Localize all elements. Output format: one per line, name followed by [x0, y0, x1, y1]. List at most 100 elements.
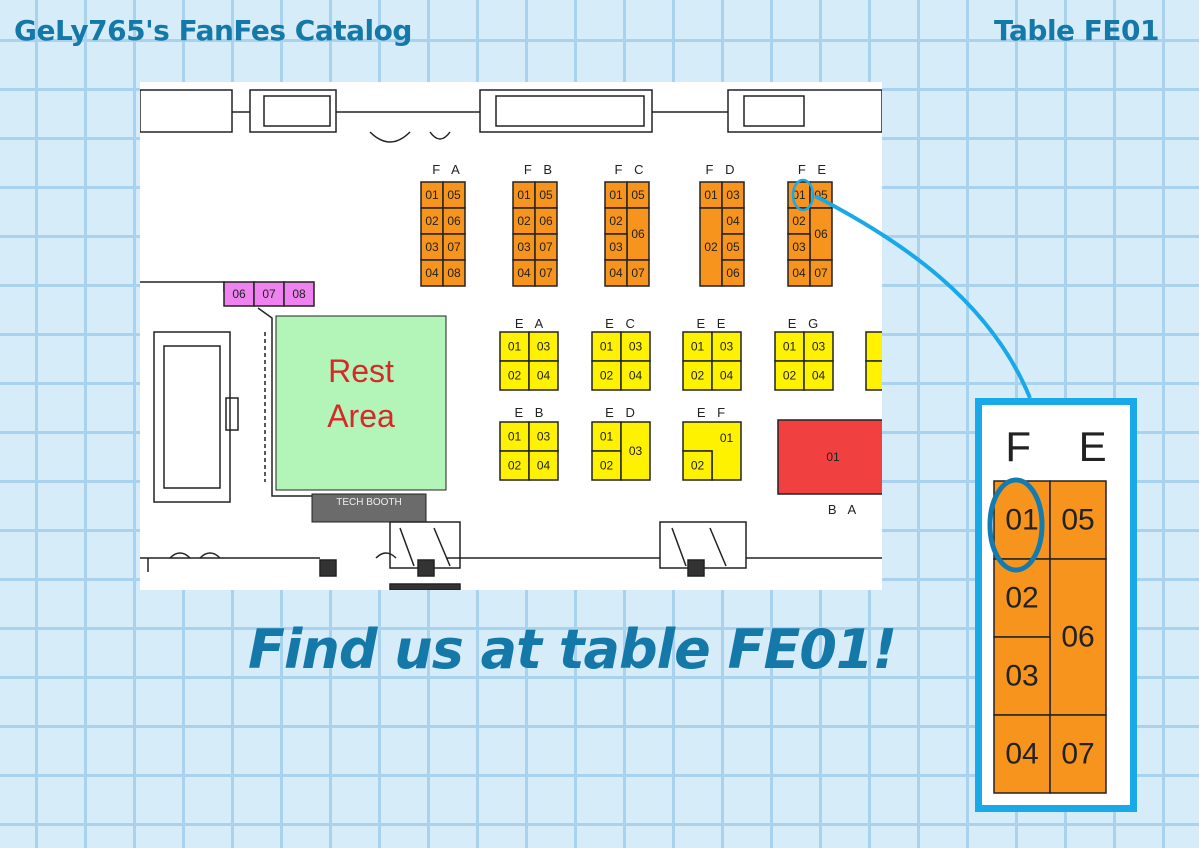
fc-table-06: 06 — [626, 207, 650, 261]
svg-text:02: 02 — [517, 214, 531, 228]
zoom-table-05: 05 — [1049, 480, 1107, 560]
svg-text:04: 04 — [1005, 738, 1038, 771]
ea-table-03: 03 — [528, 331, 559, 362]
svg-text:02: 02 — [704, 240, 718, 254]
eg-table-04: 04 — [803, 360, 834, 391]
eg-table-03: 03 — [803, 331, 834, 362]
label-fc: F C — [615, 162, 648, 177]
svg-text:01: 01 — [792, 188, 806, 202]
bottom-walls — [140, 521, 882, 590]
svg-text:03: 03 — [425, 240, 439, 254]
top-walls — [140, 89, 882, 143]
svg-text:03: 03 — [720, 340, 734, 354]
ec-table-01: 01 — [591, 331, 622, 362]
svg-text:02: 02 — [425, 214, 439, 228]
fa-table-02: 02 — [420, 207, 444, 235]
svg-text:06: 06 — [539, 214, 553, 228]
label-eb: E B — [515, 405, 548, 420]
edge-table-a — [865, 331, 882, 362]
ba-table-01: 01 — [777, 419, 882, 495]
tech-booth: TECH BOOTH — [311, 493, 427, 523]
fd-table-05: 05 — [721, 233, 745, 261]
svg-text:05: 05 — [447, 188, 461, 202]
svg-text:07: 07 — [539, 266, 553, 280]
fe-table-03: 03 — [787, 233, 811, 261]
svg-text:01: 01 — [720, 431, 734, 445]
svg-text:07: 07 — [539, 240, 553, 254]
fb-table-07: 07 — [534, 259, 558, 287]
svg-text:05: 05 — [1061, 504, 1094, 537]
ee-table-03: 03 — [711, 331, 742, 362]
fc-table-07: 07 — [626, 259, 650, 287]
svg-text:02: 02 — [600, 459, 614, 473]
svg-text:01: 01 — [508, 340, 522, 354]
svg-text:02: 02 — [600, 369, 614, 383]
ed-table-02: 02 — [591, 450, 622, 481]
svg-text:02: 02 — [691, 459, 705, 473]
svg-text:04: 04 — [629, 369, 643, 383]
fe-table-01: 01 — [787, 181, 811, 209]
fb-table-03: 03 — [512, 233, 536, 261]
zoom-row-label: F E — [1005, 423, 1125, 470]
svg-text:01: 01 — [600, 340, 614, 354]
fe01-highlight-oval — [791, 178, 815, 212]
fc-table-04: 04 — [604, 259, 628, 287]
eb-table-04: 04 — [528, 450, 559, 481]
ee-table-02: 02 — [682, 360, 713, 391]
ec-table-03: 03 — [620, 331, 651, 362]
svg-text:01: 01 — [691, 340, 705, 354]
eg-table-02: 02 — [774, 360, 805, 391]
fb-table-05: 05 — [534, 181, 558, 209]
fa-table-03: 03 — [420, 233, 444, 261]
svg-text:05: 05 — [539, 188, 553, 202]
svg-text:03: 03 — [609, 240, 623, 254]
eb-table-02: 02 — [499, 450, 530, 481]
ea-table-04: 04 — [528, 360, 559, 391]
zoom-table-07: 07 — [1049, 714, 1107, 794]
svg-text:03: 03 — [1005, 660, 1038, 693]
rest-area: Rest Area — [275, 315, 447, 491]
svg-text:04: 04 — [609, 266, 623, 280]
svg-text:01: 01 — [826, 450, 840, 464]
svg-text:02: 02 — [508, 369, 522, 383]
fe-table-06: 06 — [809, 207, 833, 261]
row-labels: F A F B F C F D F E E A E C E E E G E B … — [432, 162, 856, 517]
catalog-title: GeLy765's FanFes Catalog — [14, 14, 412, 47]
rest-area-label-1: Rest — [328, 353, 394, 389]
svg-text:02: 02 — [609, 214, 623, 228]
svg-text:03: 03 — [629, 444, 643, 458]
fc-table-05: 05 — [626, 181, 650, 209]
zoom-tables: 01 05 02 06 03 04 07 — [993, 480, 1107, 794]
edge-table-b — [865, 360, 882, 391]
fe-table-02: 02 — [787, 207, 811, 235]
svg-text:06: 06 — [814, 227, 828, 241]
ef-table-02: 02 — [682, 450, 713, 481]
svg-text:03: 03 — [812, 340, 826, 354]
svg-text:01: 01 — [1005, 504, 1038, 537]
label-ef: E F — [697, 405, 729, 420]
svg-text:01: 01 — [600, 430, 614, 444]
ea-table-02: 02 — [499, 360, 530, 391]
zoom-table-06: 06 — [1049, 558, 1107, 716]
eb-table-03: 03 — [528, 421, 559, 452]
svg-text:03: 03 — [537, 340, 551, 354]
label-fd: F D — [706, 162, 739, 177]
svg-text:05: 05 — [726, 240, 740, 254]
fe-table-07: 07 — [809, 259, 833, 287]
svg-text:04: 04 — [537, 369, 551, 383]
ec-table-04: 04 — [620, 360, 651, 391]
fa-table-06: 06 — [442, 207, 466, 235]
label-eg: E G — [788, 316, 822, 331]
svg-text:06: 06 — [232, 287, 246, 301]
svg-text:01: 01 — [517, 188, 531, 202]
fb-table-01: 01 — [512, 181, 536, 209]
ed-table-03: 03 — [620, 421, 651, 481]
svg-text:04: 04 — [537, 459, 551, 473]
zoom-table-04: 04 — [993, 714, 1051, 794]
svg-text:02: 02 — [1005, 582, 1038, 615]
svg-text:03: 03 — [517, 240, 531, 254]
label-ec: E C — [605, 316, 639, 331]
tagline: Find us at table FE01! — [248, 618, 897, 681]
svg-text:04: 04 — [517, 266, 531, 280]
fd-table-06: 06 — [721, 259, 745, 287]
